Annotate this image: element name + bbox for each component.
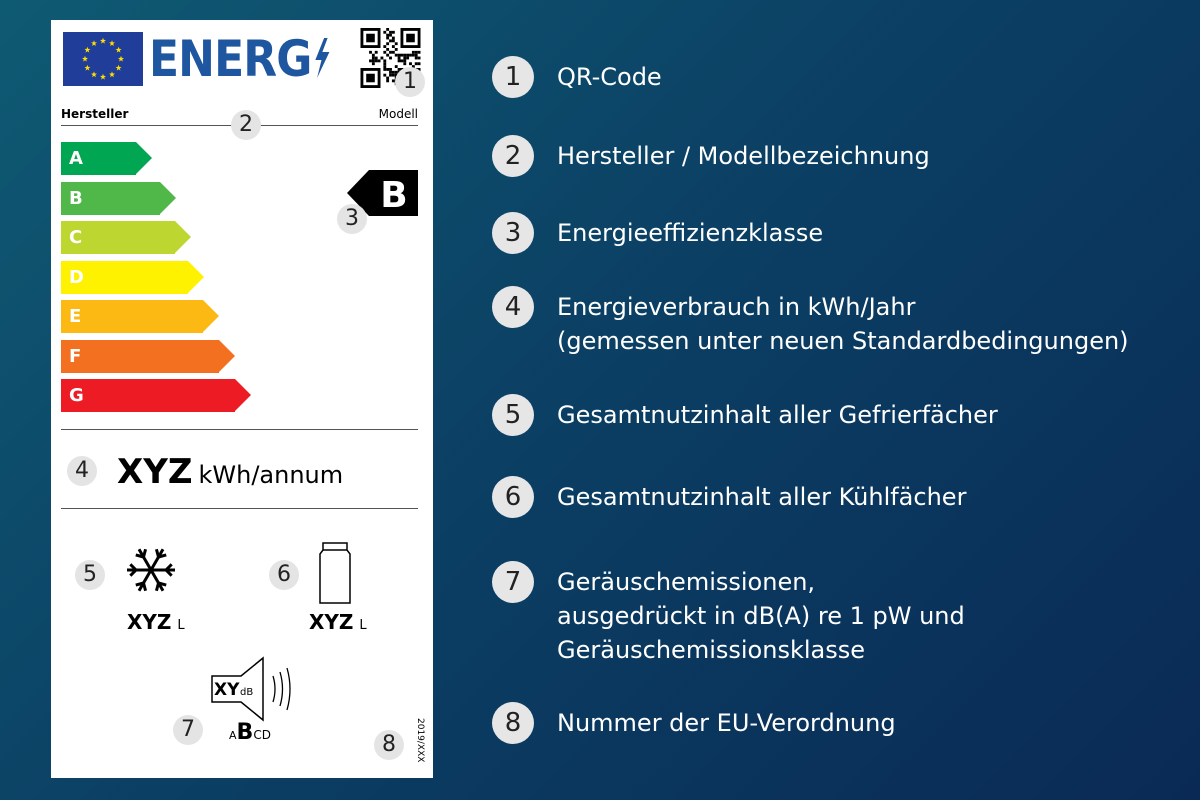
efficiency-bar-f: F — [61, 339, 235, 373]
freezer-unit: L — [177, 618, 185, 633]
freezer-value: XYZ — [127, 610, 172, 634]
noise-unit: dB — [240, 687, 253, 698]
marker-5: 5 — [75, 560, 105, 590]
lightning-icon — [315, 38, 330, 78]
marker-4: 4 — [67, 456, 97, 486]
model-label: Modell — [378, 107, 418, 121]
selected-class-arrow: B — [347, 170, 418, 216]
efficiency-bar-e: E — [61, 300, 219, 333]
efficiency-bar-b: B — [61, 181, 176, 215]
efficiency-bar-letter: G — [69, 385, 84, 406]
marker-7: 7 — [173, 715, 203, 745]
legend-number: 7 — [492, 561, 534, 603]
legend-text: QR-Code — [557, 63, 662, 91]
legend-item-7: 7 Geräuschemissionen, ausgedrückt in dB(A)… — [492, 561, 965, 667]
noise-class-a: A — [229, 729, 237, 742]
marker-1: 1 — [395, 67, 425, 97]
selected-class-letter: B — [380, 175, 407, 216]
marker-2: 2 — [231, 110, 261, 140]
legend-text: (gemessen unter neuen Standardbedingunge… — [557, 327, 1129, 355]
legend-text: Gesamtnutzinhalt aller Gefrierfächer — [557, 401, 998, 429]
efficiency-bar-a: A — [61, 142, 152, 175]
efficiency-bar-letter: A — [69, 148, 83, 169]
legend-text: Geräuschemissionen, — [557, 568, 816, 596]
star-icon — [118, 55, 124, 62]
legend-number: 1 — [492, 56, 534, 98]
manufacturer-label: Hersteller — [61, 107, 129, 121]
freezer-volume: XYZ L — [127, 610, 185, 634]
star-icon — [109, 71, 115, 78]
legend-item-1: 1 QR-Code — [492, 56, 662, 98]
legend-number: 4 — [492, 286, 534, 328]
legend-text: Geräuschemissionsklasse — [557, 636, 865, 664]
efficiency-bar-letter: C — [69, 227, 83, 248]
legend-number: 2 — [492, 135, 534, 177]
legend-number: 8 — [492, 702, 534, 744]
efficiency-bar-letter: E — [69, 306, 82, 327]
legend-item-2: 2 Hersteller / Modellbezeichnung — [492, 135, 930, 177]
noise-class-scale: ABCD — [229, 720, 271, 745]
legend-item-4: 4 Energieverbrauch in kWh/Jahr (gemessen u… — [492, 286, 1129, 358]
star-icon — [84, 64, 91, 71]
efficiency-bar-c: C — [61, 221, 191, 254]
marker-6: 6 — [269, 560, 299, 590]
divider — [61, 429, 418, 430]
marker-3: 3 — [337, 204, 367, 234]
snowflake-icon — [127, 548, 175, 592]
noise-class-selected: B — [236, 720, 254, 745]
legend-number: 3 — [492, 212, 534, 254]
eu-flag-logo — [63, 32, 143, 86]
legend-text: Hersteller / Modellbezeichnung — [557, 142, 930, 170]
legend-text: Nummer der EU-Verordnung — [557, 709, 896, 737]
energy-unit: kWh/annum — [198, 461, 344, 489]
star-icon — [115, 64, 122, 71]
efficiency-bar-letter: D — [69, 266, 84, 288]
efficiency-bar-d: D — [61, 260, 204, 294]
fridge-compartment-icon — [319, 542, 351, 604]
legend-number: 6 — [492, 476, 534, 518]
star-icon — [100, 37, 106, 44]
legend-number: 5 — [492, 394, 534, 436]
efficiency-bar-g: G — [61, 379, 251, 412]
legend-text: Energieeffizienzklasse — [557, 219, 824, 247]
fridge-value: XYZ — [309, 610, 354, 634]
star-icon — [91, 40, 97, 46]
legend-item-8: 8 Nummer der EU-Verordnung — [492, 702, 896, 744]
divider — [61, 508, 418, 509]
efficiency-bar-letter: B — [69, 187, 83, 209]
fridge-volume: XYZ L — [309, 610, 367, 634]
fridge-unit: L — [359, 618, 367, 633]
legend-item-6: 6 Gesamtnutzinhalt aller Kühlfächer — [492, 476, 967, 518]
noise-class-cd: CD — [253, 728, 271, 742]
marker-8: 8 — [374, 730, 404, 760]
star-icon — [84, 46, 91, 53]
efficiency-bar-letter: F — [69, 345, 82, 367]
legend-item-3: 3 Energieeffizienzklasse — [492, 212, 824, 254]
legend-item-5: 5 Gesamtnutzinhalt aller Gefrierfächer — [492, 394, 998, 436]
regulation-number: 2019/XXX — [415, 718, 425, 763]
energy-logo-text: ENERG — [149, 30, 312, 88]
energy-value: XYZ — [117, 452, 193, 492]
star-icon — [91, 71, 97, 78]
star-icon — [115, 46, 122, 53]
legend-text: ausgedrückt in dB(A) re 1 pW und — [557, 602, 965, 630]
star-icon — [82, 55, 88, 62]
star-icon — [100, 73, 106, 80]
legend-text: Energieverbrauch in kWh/Jahr — [557, 293, 916, 321]
legend-text: Gesamtnutzinhalt aller Kühlfächer — [557, 483, 967, 511]
star-icon — [109, 40, 115, 46]
noise-value: XY — [214, 680, 240, 700]
energy-logo: ENERG — [149, 30, 331, 88]
